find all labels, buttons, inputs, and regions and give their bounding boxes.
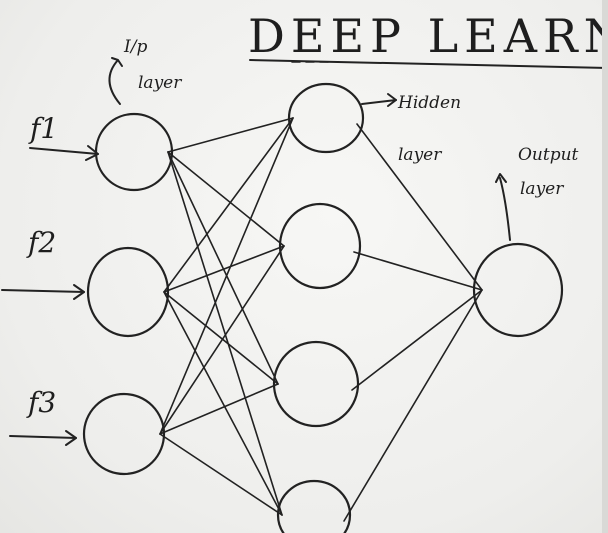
output-layer-arrow [495,173,511,241]
edge-input1-hidden1 [167,117,294,153]
edge-input2-hidden2 [163,245,285,293]
hidden-layer-label-line1: Hidden [397,93,461,113]
edge-input3-hidden1 [159,117,294,435]
input-arrow-f2 [1,284,85,300]
feature-label-f3: f3 [26,386,56,419]
edge-input3-hidden4 [159,433,283,516]
edge-hidden4-output1 [343,289,483,522]
board-edge [602,0,608,533]
input-node-3 [82,392,166,476]
hidden-node-4 [276,479,352,533]
hidden-node-2 [278,202,362,290]
diagram-title: DEEP LEARNIN [248,9,608,63]
hidden-layer-label-line2: layer [398,145,442,165]
feature-label-f1: f1 [28,112,58,145]
edge-input1-hidden3 [167,151,279,385]
input-node-1 [94,112,174,192]
feature-label-f2: f2 [26,226,56,259]
edge-hidden3-output1 [351,289,483,391]
edge-input3-hidden2 [159,245,285,435]
input-layer-arrow [108,57,123,105]
hidden-node-3 [272,340,360,428]
input-arrow-f1 [29,145,99,161]
output-node-1 [472,242,564,338]
edge-input3-hidden3 [159,383,279,435]
output-layer-label-line1: Output [518,145,579,165]
connection-lines [159,117,483,522]
edge-input2-hidden3 [163,291,279,385]
hidden-node-1 [287,82,365,154]
edge-hidden2-output1 [353,251,483,291]
hidden-layer-arrow [361,99,397,105]
edge-input1-hidden2 [167,151,285,247]
input-layer-label-line2: layer [138,73,182,93]
input-node-2 [86,246,170,338]
title-underline [249,59,608,69]
input-layer-label-line1: I/p [123,37,147,57]
edge-input1-hidden4 [167,151,283,516]
network-nodes [82,82,564,533]
edge-hidden1-output1 [356,123,483,291]
output-layer-label-line2: layer [520,179,564,199]
edge-input2-hidden4 [163,291,283,516]
edge-input2-hidden1 [163,117,294,293]
input-arrow-f3 [9,430,77,446]
